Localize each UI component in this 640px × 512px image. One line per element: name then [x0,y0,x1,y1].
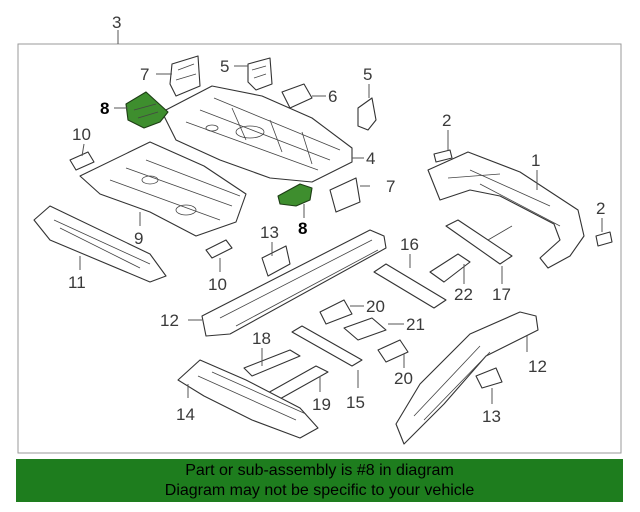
callout-10-lower: 10 [208,275,227,294]
callout-17: 17 [492,285,511,304]
callout-14: 14 [176,405,195,424]
part-15-bar[interactable] [291,325,363,367]
callout-18: 18 [252,329,271,348]
part-18-bar[interactable] [243,349,301,377]
part-2-clip-upper[interactable] [433,149,453,163]
part-7-bracket-top[interactable] [169,55,201,97]
banner-line-1: Part or sub-assembly is #8 in diagram [185,462,454,479]
part-22-bracket[interactable] [429,253,471,283]
callout-19: 19 [312,395,331,414]
part-21-plate[interactable] [343,317,387,341]
callout-13-upper: 13 [260,223,279,242]
callout-22: 22 [454,285,473,304]
part-1-side-member[interactable] [427,151,585,269]
banner-line-2: Diagram may not be specific to your vehi… [164,482,475,499]
part-5-bracket-top[interactable] [247,57,273,91]
callout-8-left: 8 [100,99,109,118]
part-4-rear-floor-pan[interactable] [161,85,353,183]
part-5-bracket-right[interactable] [357,97,377,131]
callout-15: 15 [346,393,365,412]
part-16-bar[interactable] [373,263,447,309]
info-banner: Part or sub-assembly is #8 in diagram Di… [16,459,623,502]
part-10-small-lower[interactable] [205,239,233,259]
callout-16: 16 [400,235,419,254]
callout-20-lower: 20 [394,369,413,388]
callout-2-upper: 2 [442,111,451,130]
callout-7-top: 7 [140,65,149,84]
callout-4: 4 [366,149,375,168]
callout-5-right: 5 [363,65,372,84]
callout-7-right: 7 [386,177,395,196]
callout-12-right: 12 [528,357,547,376]
part-6-bracket[interactable] [281,83,313,109]
callout-5-top: 5 [220,57,229,76]
part-12-rail-right[interactable] [395,311,539,445]
part-12-crossmember-left[interactable] [201,229,387,337]
part-9-floor-panel[interactable] [79,141,247,237]
part-20-bracket-upper[interactable] [319,299,353,325]
part-7-bracket-right[interactable] [329,177,361,213]
leader-lines [79,65,603,404]
part-13-bracket-upper[interactable] [261,245,291,277]
diagram-frame [17,43,622,454]
part-8-highlighted-left[interactable] [125,91,169,129]
callout-20-upper: 20 [366,297,385,316]
part-2-clip-right[interactable] [595,231,613,247]
callout-2-right: 2 [596,199,605,218]
callout-11: 11 [68,273,86,292]
callout-1: 1 [531,151,540,170]
part-17-bracket[interactable] [445,219,513,265]
callout-13-lower: 13 [482,407,501,426]
callout-3: 3 [112,13,121,32]
callout-12-left: 12 [160,311,179,330]
part-20-bracket-lower[interactable] [377,339,409,363]
callout-6: 6 [328,87,337,106]
callout-10-upper: 10 [72,125,91,144]
callout-21: 21 [406,315,425,334]
callout-9: 9 [134,229,143,248]
part-13-bracket-lower[interactable] [475,367,503,389]
part-8-highlighted-right[interactable] [277,183,313,207]
part-11-side-rail[interactable] [33,205,167,283]
part-14-crossmember[interactable] [177,359,319,439]
callout-8-right: 8 [298,219,307,238]
